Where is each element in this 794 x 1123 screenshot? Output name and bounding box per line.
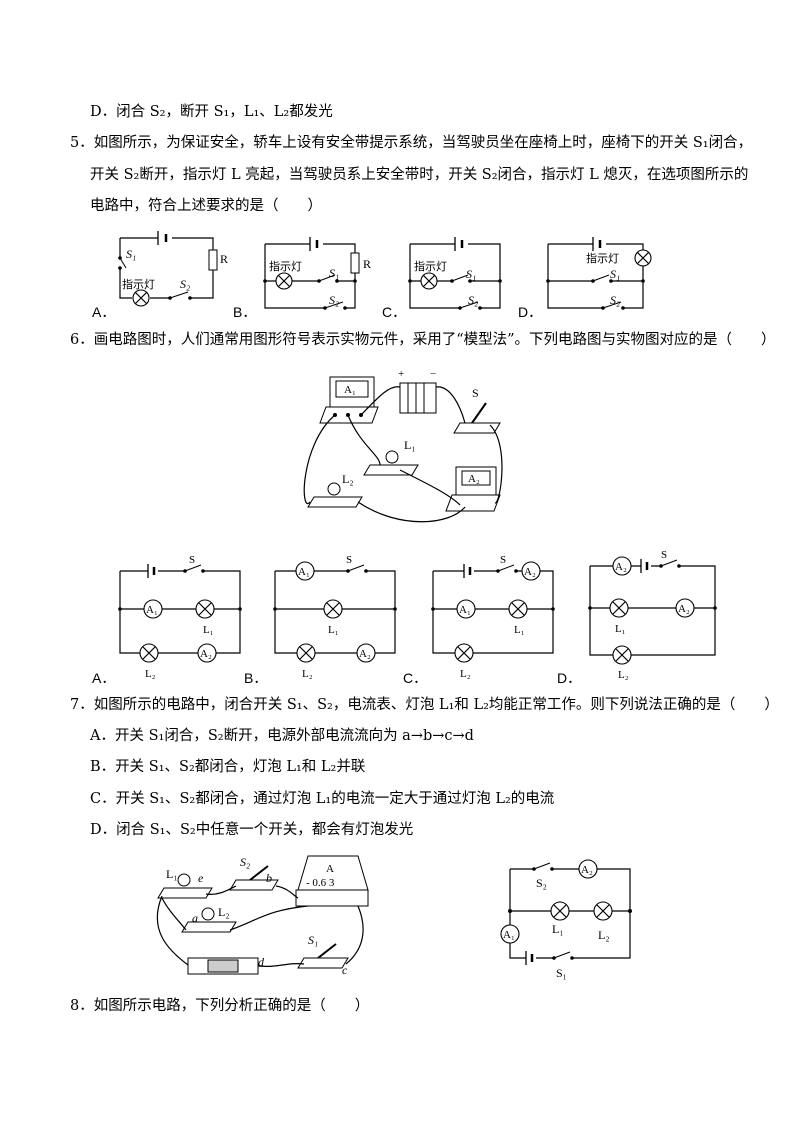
- q6-option-d-label: D．: [557, 670, 582, 686]
- q6-circuit-b: A₁ A₂ S L₁ L₂: [273, 554, 397, 680]
- resistor-icon: [208, 249, 218, 271]
- q7-option-b: B．开关 S₁、S₂都闭合，灯泡 L₁和 L₂并联: [90, 759, 366, 775]
- q5-option-d-label: D．: [518, 304, 543, 320]
- q7-stem: 7．如图所示的电路中，闭合开关 S₁、S₂，电流表、灯泡 L₁和 L₂均能正常工…: [70, 697, 779, 713]
- svg-text:a: a: [192, 911, 198, 925]
- q5-option-a-label: A．: [92, 304, 116, 320]
- svg-text:S₂: S₂: [468, 293, 478, 307]
- q5-option-b-label: B．: [233, 304, 257, 320]
- svg-text:L₂: L₂: [302, 668, 313, 680]
- svg-text:L₁: L₁: [328, 624, 339, 636]
- lamp-l1-icon: [177, 873, 191, 887]
- svg-text:d: d: [258, 955, 265, 969]
- svg-text:指示灯: 指示灯: [269, 259, 302, 273]
- svg-text:S₂: S₂: [329, 293, 339, 307]
- q5-stem-line1: 5．如图所示，为保证安全，轿车上设有安全带提示系统，当驾驶员坐在座椅上时，座椅下…: [70, 135, 753, 151]
- svg-text:A₂: A₂: [581, 864, 593, 876]
- svg-text:A₂: A₂: [200, 648, 212, 660]
- svg-text:S₂: S₂: [180, 277, 190, 291]
- svg-text:A₂: A₂: [678, 603, 690, 615]
- svg-text:A₁: A₁: [459, 604, 471, 616]
- svg-text:A₂: A₂: [468, 473, 480, 485]
- svg-text:S: S: [346, 554, 352, 566]
- lamp-l2-icon: [201, 907, 215, 921]
- svg-text:L₂: L₂: [342, 472, 354, 486]
- svg-text:S₁: S₁: [610, 267, 620, 281]
- svg-text:−: −: [430, 368, 436, 380]
- svg-text:L₂: L₂: [218, 905, 230, 919]
- svg-text:L₁: L₁: [404, 438, 416, 452]
- q6-stem: 6．画电路图时，人们通常用图形符号表示实物元件，采用了“模型法”。下列电路图与实…: [70, 332, 776, 348]
- q6-option-c-label: C．: [403, 670, 428, 686]
- svg-text:+: +: [398, 368, 404, 380]
- svg-text:S₁: S₁: [556, 966, 567, 980]
- q7-option-a: A．开关 S₁闭合，S₂断开，电源外部电流流向为 a→b→c→d: [90, 728, 474, 744]
- q7-circuit-diagram: A₂ A₁ S₂ L₁ L₂ S₁: [500, 859, 632, 980]
- switch-s-icon: [453, 422, 501, 434]
- svg-text:L₁: L₁: [166, 867, 178, 881]
- svg-text:S₂: S₂: [536, 876, 547, 890]
- switch-s1-icon: [297, 957, 349, 969]
- q6-circuit-c: A₂ A₁ S L₁ L₂: [431, 554, 555, 680]
- svg-text:L₂: L₂: [618, 669, 629, 681]
- svg-text:A: A: [326, 863, 334, 875]
- svg-text:L₂: L₂: [145, 668, 156, 680]
- switch-s2-icon: [229, 879, 279, 891]
- q5-circuit-a: S₁ R 指示灯 S₂: [118, 231, 228, 307]
- svg-text:指示灯: 指示灯: [122, 277, 155, 291]
- svg-text:A₂: A₂: [359, 648, 371, 660]
- svg-text:S₂: S₂: [240, 855, 250, 869]
- svg-text:L₁: L₁: [615, 623, 626, 635]
- svg-text:S₁: S₁: [329, 266, 339, 280]
- q6-option-b-label: B．: [244, 670, 268, 686]
- q5-option-c-label: C．: [382, 304, 407, 320]
- svg-text:指示灯: 指示灯: [586, 251, 619, 265]
- svg-text:L₂: L₂: [598, 928, 610, 942]
- switch-s1-icon: [119, 257, 127, 269]
- lamp-l1-icon: [385, 450, 399, 464]
- svg-text:- 0.6 3: - 0.6 3: [306, 877, 335, 889]
- q5-circuit-d: 指示灯 S₁ S₂: [546, 237, 652, 310]
- svg-text:S: S: [472, 386, 479, 400]
- svg-text:A₁: A₁: [344, 384, 356, 396]
- battery-icon: [399, 382, 437, 414]
- svg-text:S: S: [189, 554, 195, 566]
- q6-physical-diagram: A₁ + − S L₁ L₂ A₂: [303, 368, 503, 523]
- svg-text:指示灯: 指示灯: [414, 259, 447, 273]
- svg-text:L₁: L₁: [552, 922, 564, 936]
- svg-text:R: R: [363, 257, 371, 271]
- svg-text:S₁: S₁: [466, 267, 476, 281]
- q4-option-d: D．闭合 S₂，断开 S₁，L₁、L₂都发光: [90, 104, 333, 120]
- q7-option-c: C．开关 S₁、S₂都闭合，通过灯泡 L₁的电流一定大于通过灯泡 L₂的电流: [90, 791, 555, 807]
- svg-text:A₁: A₁: [503, 929, 515, 941]
- svg-text:e: e: [198, 871, 204, 885]
- svg-text:S: S: [500, 554, 506, 566]
- svg-text:S₁: S₁: [308, 933, 318, 947]
- q7-option-d: D．闭合 S₁、S₂中任意一个开关，都会有灯泡发光: [90, 822, 414, 838]
- svg-text:S₂: S₂: [610, 293, 620, 307]
- q5-circuit-b: 指示灯 S₁ R S₂: [263, 237, 371, 310]
- svg-text:L₁: L₁: [203, 624, 214, 636]
- q7-physical-diagram: L₁ e S₂ b A - 0.6 3 a L₂ d S₁ c: [156, 855, 369, 977]
- q6-option-a-label: A．: [92, 670, 116, 686]
- svg-text:c: c: [342, 963, 348, 977]
- svg-text:A₂: A₂: [615, 561, 627, 573]
- q6-circuit-a: A₁ A₂ S L₁ L₂: [118, 554, 242, 680]
- q5-stem-line3: 电路中，符合上述要求的是（ ）: [90, 198, 322, 214]
- svg-text:L₁: L₁: [514, 624, 525, 636]
- svg-text:A₁: A₁: [146, 604, 158, 616]
- svg-text:b: b: [266, 871, 272, 885]
- q5-circuit-c: 指示灯 S₁ S₂: [408, 237, 502, 310]
- lamp-l2-icon: [327, 482, 341, 496]
- q6-circuit-d: A₂ A₂ S L₁ L₂: [588, 549, 717, 681]
- q5-stem-line2: 开关 S₂断开，指示灯 L 亮起，当驾驶员系上安全带时，开关 S₂闭合，指示灯 …: [90, 167, 749, 183]
- svg-text:L₂: L₂: [460, 668, 471, 680]
- svg-text:A₂: A₂: [524, 566, 536, 578]
- svg-text:S: S: [661, 549, 667, 561]
- svg-text:A₁: A₁: [298, 566, 310, 578]
- svg-text:R: R: [220, 252, 228, 266]
- svg-text:S₁: S₁: [126, 247, 136, 261]
- q8-stem: 8．如图所示电路，下列分析正确的是（ ）: [70, 998, 370, 1014]
